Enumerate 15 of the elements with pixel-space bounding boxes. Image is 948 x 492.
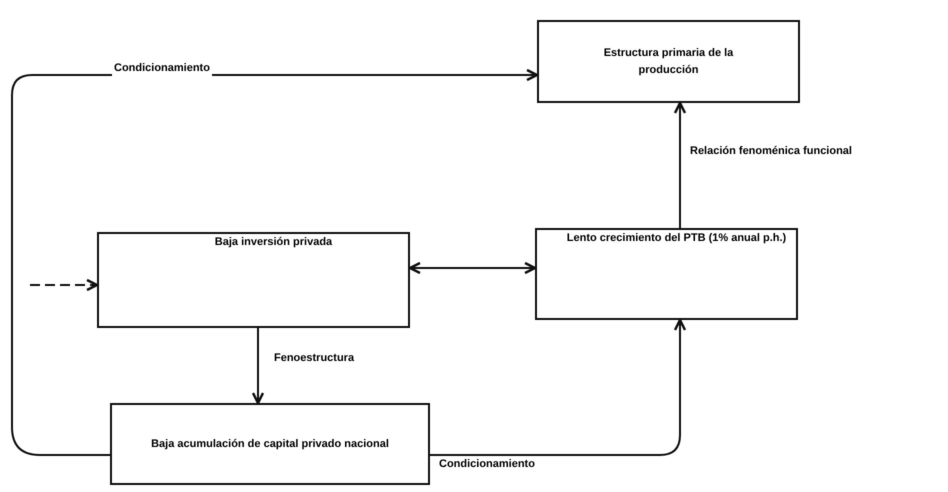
box-text: Lento crecimiento del PTB (1% anual p.h.) xyxy=(566,231,786,246)
box-text: Baja inversión privada xyxy=(214,235,332,250)
edge-label: Condicionamiento xyxy=(112,60,212,76)
process-box xyxy=(537,20,800,103)
arrow xyxy=(430,318,686,456)
arrow xyxy=(11,68,538,456)
arrow xyxy=(674,102,686,228)
arrow xyxy=(30,278,98,292)
process-box xyxy=(97,232,410,328)
box-text: Estructura primaria de la producción xyxy=(602,46,734,78)
arrow xyxy=(252,328,264,404)
process-box xyxy=(535,228,798,320)
box-text: Baja acumulación de capital privado nacional xyxy=(151,437,389,452)
arrow xyxy=(408,262,536,274)
process-box xyxy=(110,403,430,485)
